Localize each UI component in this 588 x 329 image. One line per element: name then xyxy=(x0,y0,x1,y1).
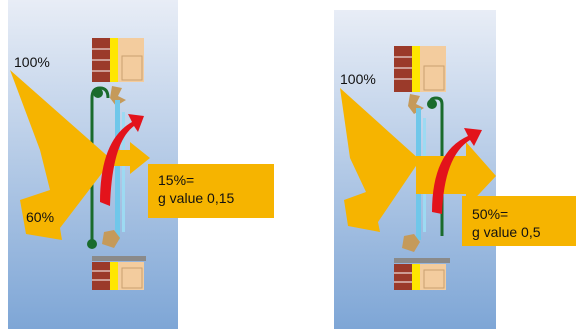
left-incident-arrow xyxy=(10,70,112,240)
left-glass-pane xyxy=(115,100,120,240)
left-bottom-seal xyxy=(102,230,120,248)
left-reflected-label: 60% xyxy=(26,209,55,225)
left-result-box xyxy=(148,164,274,218)
right-incident-label: 100% xyxy=(340,71,376,87)
left-result-text: 15%= g value 0,15 xyxy=(148,164,274,218)
left-panel: 100% 60% 15%= g value 0,15 xyxy=(0,0,290,329)
right-glazing-diagram xyxy=(334,10,576,329)
left-incident-label: 100% xyxy=(14,54,50,70)
right-result-text: 50%= g value 0,5 xyxy=(462,198,576,246)
left-transmitted-arrow xyxy=(112,142,150,174)
right-result-line1: 50%= xyxy=(472,206,509,222)
left-red-arrow xyxy=(100,114,144,206)
right-top-wall xyxy=(394,46,446,92)
left-result-line2: g value 0,15 xyxy=(158,189,235,206)
right-result-box xyxy=(462,196,576,246)
right-incident-arrow xyxy=(340,88,420,232)
left-top-wall xyxy=(92,38,144,82)
left-frame-rod xyxy=(90,86,110,246)
right-result-line2: g value 0,5 xyxy=(472,223,541,240)
left-result-line1: 15%= xyxy=(158,172,195,188)
left-glass-pane-inner xyxy=(122,112,125,232)
left-glazing-diagram xyxy=(8,0,274,329)
left-top-seal xyxy=(110,86,126,106)
right-panel: 100% 50%= g value 0,5 xyxy=(300,0,588,329)
left-bottom-wall xyxy=(92,256,146,290)
right-red-arrow xyxy=(432,128,482,214)
right-bottom-seal xyxy=(402,234,420,252)
right-bottom-wall xyxy=(394,258,450,290)
